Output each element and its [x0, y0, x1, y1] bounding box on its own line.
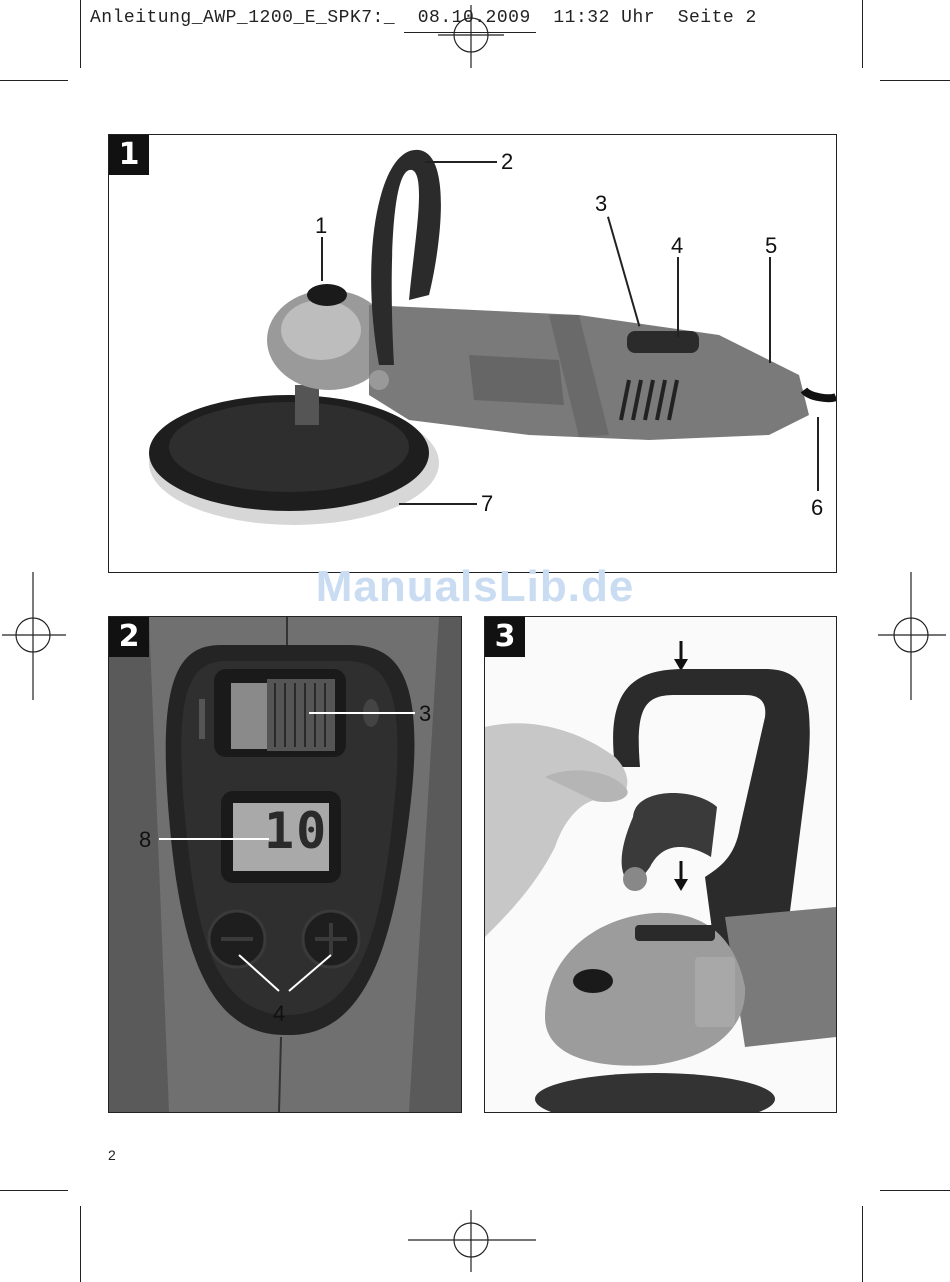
- figure-2-panel: 2 10 3 8 4: [108, 616, 462, 1113]
- crop-mark: [80, 1206, 81, 1282]
- crop-mark: [80, 0, 81, 68]
- figure-3-panel: 3: [484, 616, 837, 1113]
- callout-line: [769, 257, 771, 363]
- control-panel-illustration: [109, 617, 461, 1112]
- crop-mark: [0, 1190, 68, 1191]
- figure-number-badge: 2: [109, 617, 149, 657]
- figure-number-badge: 1: [109, 135, 149, 175]
- crop-mark: [862, 1206, 863, 1282]
- figure-number-badge: 3: [485, 617, 525, 657]
- callout-line: [321, 237, 323, 281]
- callout-label: 4: [273, 1001, 285, 1027]
- callout-line: [817, 417, 819, 491]
- callout-label: 2: [501, 149, 513, 175]
- lcd-digits: 10: [264, 802, 328, 860]
- crop-mark: [880, 80, 950, 81]
- crop-mark: [862, 0, 863, 68]
- callout-line: [399, 503, 477, 505]
- registration-mark-bottom: [406, 1210, 540, 1280]
- crop-mark: [0, 80, 68, 81]
- polisher-illustration: [109, 135, 836, 572]
- callout-label: 3: [595, 191, 607, 217]
- callout-label: 6: [811, 495, 823, 521]
- callout-label: 3: [419, 701, 431, 727]
- registration-mark-top: [430, 0, 520, 70]
- handle-mounting-illustration: [485, 617, 836, 1112]
- callout-label: 1: [315, 213, 327, 239]
- crop-mark: [880, 1190, 950, 1191]
- header-text: Anleitung_AWP_1200_E_SPK7:_ 08.10.2009 1…: [90, 8, 757, 28]
- callout-label: 8: [139, 827, 151, 853]
- page-number: 2: [108, 1147, 116, 1163]
- callout-label: 7: [481, 491, 493, 517]
- callout-line: [677, 257, 679, 337]
- figure-1-panel: 1 1 2 3 4 5 6 7: [108, 134, 837, 573]
- callout-label: 4: [671, 233, 683, 259]
- watermark: ManualsLib.de: [0, 562, 950, 612]
- callout-line: [425, 161, 497, 163]
- callout-label: 5: [765, 233, 777, 259]
